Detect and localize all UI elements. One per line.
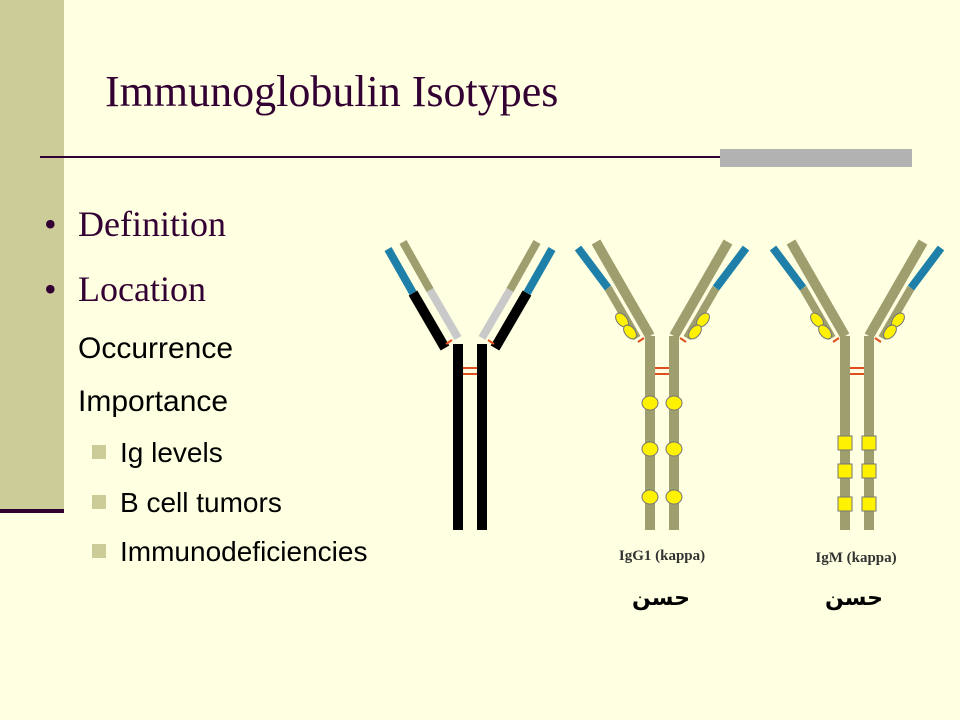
disulfide-bond bbox=[445, 339, 453, 345]
bullet-definition-label: Definition bbox=[78, 204, 226, 244]
title-rule bbox=[40, 156, 910, 158]
square-bullet-icon bbox=[92, 495, 106, 509]
constant-domain-marker bbox=[641, 395, 659, 411]
constant-domain-marker bbox=[641, 489, 659, 505]
left-accent-underline bbox=[0, 509, 64, 513]
bullet-ig-levels-label: Ig levels bbox=[120, 437, 223, 468]
heavy-arm-left bbox=[408, 290, 450, 351]
bullet-dot: • bbox=[44, 204, 57, 244]
heavy-arm-left bbox=[591, 239, 655, 339]
hinge-marker bbox=[818, 324, 832, 340]
constant-domain-marker bbox=[665, 441, 683, 457]
constant-domain-marker bbox=[665, 489, 683, 505]
square-bullet-icon bbox=[92, 544, 106, 558]
hinge-marker bbox=[883, 324, 897, 340]
disulfide-bond bbox=[874, 337, 882, 343]
hinge-marker bbox=[688, 324, 702, 340]
disulfide-bond bbox=[832, 337, 840, 343]
hinge-marker bbox=[623, 324, 637, 340]
constant-domain-marker bbox=[837, 496, 853, 512]
igg1-caption: IgG1 (kappa) bbox=[618, 548, 706, 564]
constant-domain-marker bbox=[837, 435, 853, 451]
igg1-signature: حسن bbox=[631, 586, 691, 611]
bullet-immunodeficiencies: Immunodeficiencies bbox=[92, 536, 367, 568]
bullet-occurrence-label: Occurrence bbox=[78, 332, 234, 365]
constant-domain-marker bbox=[861, 496, 877, 512]
constant-domain-marker bbox=[837, 463, 853, 479]
bullet-occurrence: Occurrence bbox=[46, 332, 233, 366]
light-chain-var-left bbox=[574, 245, 612, 291]
title-rule-accent bbox=[720, 149, 912, 167]
bullet-importance: Importance bbox=[46, 385, 228, 419]
igm-caption: IgM (kappa) bbox=[815, 550, 897, 566]
bullet-location: • Location bbox=[44, 268, 206, 310]
light-chain-var-right bbox=[712, 245, 750, 291]
heavy-arm-right bbox=[490, 290, 532, 351]
disulfide-bond bbox=[679, 337, 687, 343]
bullet-dot: • bbox=[44, 269, 57, 309]
heavy-var-left bbox=[399, 240, 434, 292]
antibody-igg1 bbox=[574, 239, 750, 530]
heavy-arm-right bbox=[669, 239, 733, 339]
square-bullet-icon bbox=[92, 445, 106, 459]
heavy-arm-left bbox=[786, 239, 850, 339]
light-chain-var-right bbox=[907, 245, 945, 291]
heavy-arm-right bbox=[864, 239, 928, 339]
disulfide-bond bbox=[637, 337, 645, 343]
heavy-var-right bbox=[506, 240, 541, 292]
constant-domain-marker bbox=[861, 463, 877, 479]
light-chain-var-left bbox=[769, 245, 807, 291]
constant-domain-marker bbox=[861, 435, 877, 451]
light-chain-const-right bbox=[478, 287, 514, 341]
bullet-ig-levels: Ig levels bbox=[92, 437, 223, 469]
antibody-generic bbox=[384, 240, 556, 530]
constant-domain-marker bbox=[665, 395, 683, 411]
bullet-b-cell-tumors-label: B cell tumors bbox=[120, 487, 282, 518]
igm-signature: حسن bbox=[824, 586, 884, 611]
bullet-definition: • Definition bbox=[44, 203, 226, 245]
slide-title: Immunoglobulin Isotypes bbox=[105, 67, 559, 116]
light-chain-var-right bbox=[523, 247, 556, 295]
light-chain-var-left bbox=[384, 247, 417, 295]
bullet-b-cell-tumors: B cell tumors bbox=[92, 487, 282, 519]
square-bullet-icon bbox=[46, 391, 64, 409]
left-accent-bar bbox=[0, 0, 64, 512]
square-bullet-icon bbox=[46, 338, 64, 356]
disulfide-bond bbox=[487, 339, 495, 345]
bullet-immunodeficiencies-label: Immunodeficiencies bbox=[120, 536, 368, 567]
bullet-location-label: Location bbox=[78, 269, 206, 309]
antibody-igm bbox=[769, 239, 945, 530]
bullet-importance-label: Importance bbox=[78, 385, 229, 418]
light-chain-const-left bbox=[426, 287, 462, 341]
constant-domain-marker bbox=[641, 441, 659, 457]
